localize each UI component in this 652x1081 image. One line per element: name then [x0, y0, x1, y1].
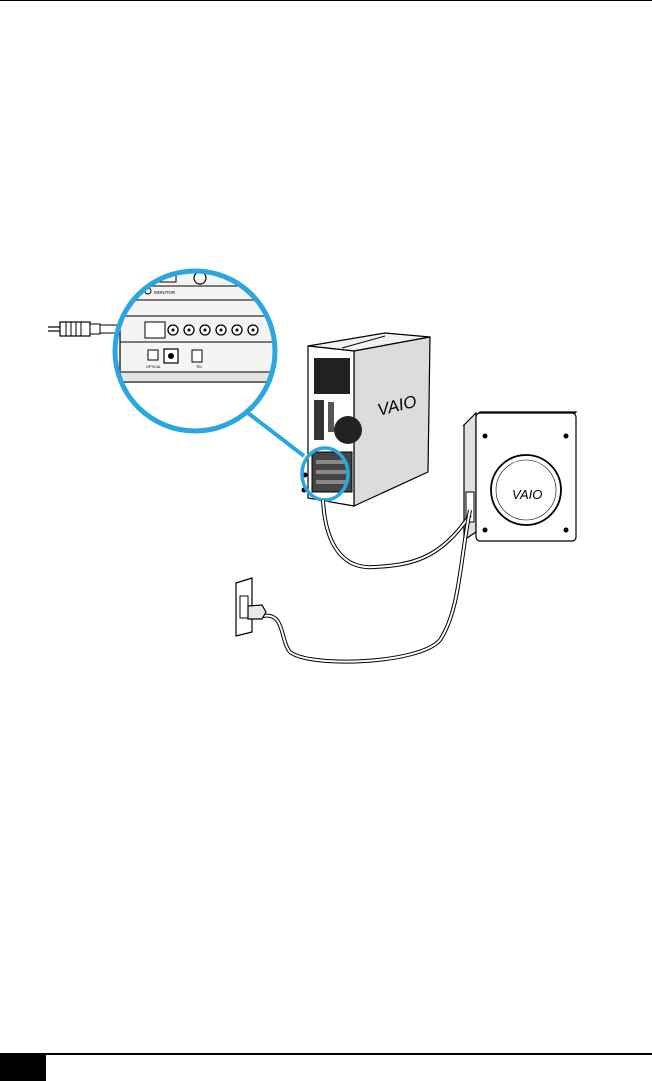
panel-label-tel: TEL	[196, 365, 202, 369]
zoom-connector	[248, 413, 304, 456]
audio-plug-icon	[48, 322, 124, 336]
panel-label-monitor: MONITOR	[154, 290, 176, 295]
subwoofer-logo: VAIO	[512, 487, 542, 502]
footer-rule	[0, 1053, 652, 1055]
subwoofer: VAIO	[464, 412, 576, 541]
wall-outlet-icon	[236, 578, 266, 636]
page-number-tab	[0, 1053, 46, 1081]
audio-cable	[323, 500, 470, 567]
computer-tower: VAIO	[302, 333, 431, 506]
panel-label-optical: OPTICAL	[146, 365, 161, 369]
power-cable	[263, 510, 470, 662]
